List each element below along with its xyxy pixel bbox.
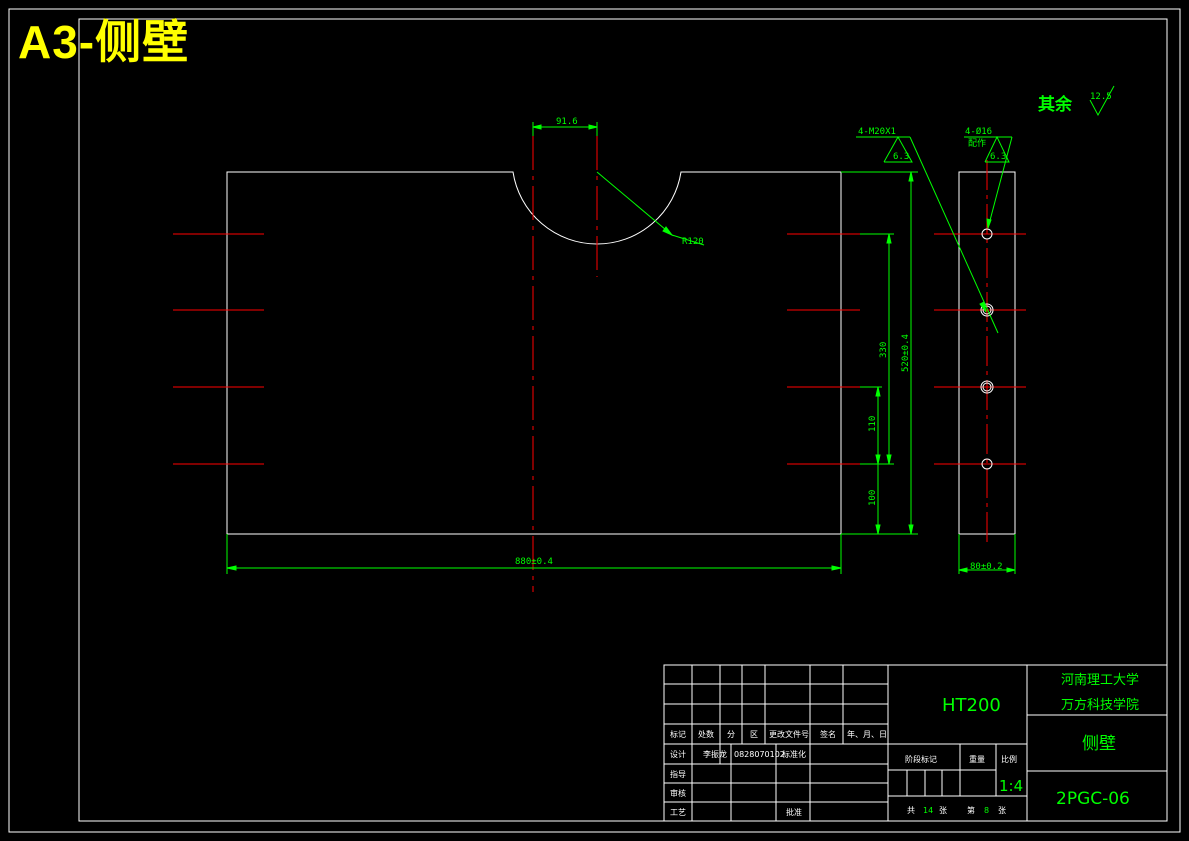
roughness-symbol-icon bbox=[1089, 85, 1115, 117]
tb-page-prefix: 第 bbox=[967, 805, 975, 815]
tb-scale-label: 比例 bbox=[1001, 754, 1017, 764]
side-holes bbox=[980, 228, 994, 470]
side-dimensions bbox=[856, 135, 1016, 574]
tb-approve-label: 批准 bbox=[786, 807, 802, 817]
front-center-lines bbox=[173, 136, 860, 592]
outer-border bbox=[8, 8, 1181, 833]
tb-design-label: 设计 bbox=[670, 749, 686, 759]
front-dimensions bbox=[226, 122, 918, 574]
dim-text-100: 100 bbox=[868, 490, 878, 506]
dim-text-520: 520±0.4 bbox=[901, 334, 911, 372]
inner-border bbox=[78, 18, 1168, 822]
tb-part-name: 侧壁 bbox=[1082, 734, 1116, 754]
front-view bbox=[226, 171, 842, 535]
roughness-value: 12.5 bbox=[1090, 92, 1112, 102]
roughness-hole: 6.3 bbox=[990, 152, 1006, 162]
tb-header-count: 处数 bbox=[698, 729, 714, 739]
tb-header-mark: 标记 bbox=[670, 729, 686, 739]
dim-text-110: 110 bbox=[868, 416, 878, 432]
plate-outline bbox=[226, 171, 842, 535]
roughness-thread: 6.3 bbox=[893, 152, 909, 162]
hole-callout: 4-Ø16 bbox=[965, 126, 992, 137]
tb-header-change-doc: 更改文件号 bbox=[769, 729, 809, 739]
tb-scale-value: 1:4 bbox=[999, 777, 1023, 795]
sheet-title: A3-侧壁 bbox=[18, 16, 190, 68]
dim-text-330: 330 bbox=[879, 342, 889, 358]
side-center-lines bbox=[934, 160, 1026, 545]
tb-drawing-number: 2PGC-06 bbox=[1056, 789, 1130, 809]
tb-header-sign: 签名 bbox=[820, 729, 836, 739]
tb-material: HT200 bbox=[942, 695, 1001, 716]
tb-page-number: 8 bbox=[984, 806, 989, 815]
tb-school-line2: 万方科技学院 bbox=[1061, 697, 1139, 713]
tb-student-id: 0828070102 bbox=[734, 750, 785, 759]
tb-header-zone: 区 bbox=[750, 730, 758, 739]
roughness-label: 其余 bbox=[1038, 94, 1073, 115]
tb-total-prefix: 共 bbox=[907, 806, 915, 815]
dim-text-880: 880±0.4 bbox=[515, 557, 553, 567]
thread-callout: 4-M20X1 bbox=[858, 127, 896, 137]
tb-page-unit: 张 bbox=[998, 806, 1006, 815]
tb-guide-label: 指导 bbox=[670, 769, 686, 779]
tb-stage-label: 阶段标记 bbox=[905, 754, 937, 764]
tb-weight-label: 重量 bbox=[969, 754, 985, 764]
dim-text-r120: R120 bbox=[682, 237, 704, 247]
tb-designer: 李振龙 bbox=[703, 749, 727, 759]
tb-standardize-label: 标准化 bbox=[782, 749, 806, 759]
tb-total-sheets: 14 bbox=[923, 806, 933, 815]
dim-text-80: 80±0.2 bbox=[970, 562, 1003, 572]
tb-sheet-unit: 张 bbox=[939, 806, 947, 815]
tb-header-part: 分 bbox=[727, 730, 735, 739]
title-block-lines bbox=[663, 664, 1168, 822]
tb-school-line1: 河南理工大学 bbox=[1061, 672, 1139, 688]
tb-review-label: 审核 bbox=[670, 788, 686, 798]
tb-process-label: 工艺 bbox=[670, 808, 686, 817]
dim-text-91-6: 91.6 bbox=[556, 117, 578, 127]
hole-note: 配作 bbox=[968, 137, 986, 149]
tb-header-date: 年、月、日 bbox=[847, 729, 887, 739]
